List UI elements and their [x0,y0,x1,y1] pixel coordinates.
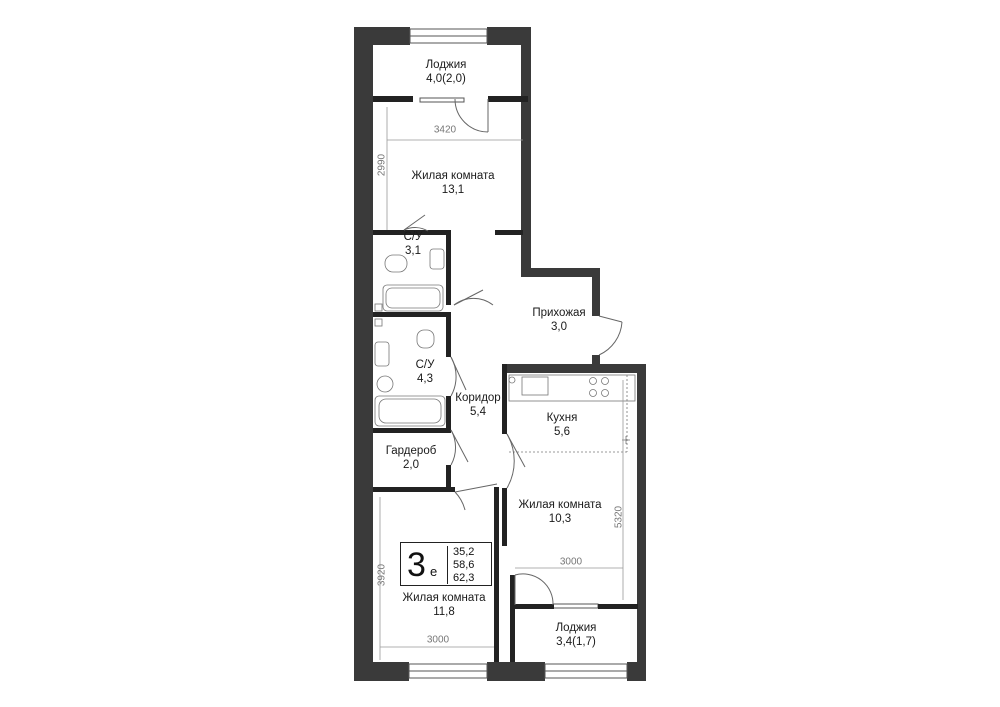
room-area: 4,0(2,0) [426,73,466,85]
dim-right-depth: 5320 [613,505,625,529]
room-area: 3,4(1,7) [556,636,596,648]
room-name: Прихожая [532,307,586,319]
badge-areas: 35,2 58,6 62,3 [453,546,474,585]
room-bath-1: С/У 3,1 [404,230,423,258]
room-name: Жилая комната [411,170,495,182]
room-living-2: Жилая комната 10,3 [518,498,601,526]
room-bath-2: С/У 4,3 [416,358,435,386]
fixtures [374,248,636,453]
inner-walls [373,96,638,662]
room-loggia-bottom: Лоджия 3,4(1,7) [556,621,597,649]
doors [403,98,623,606]
room-area: 3,0 [550,321,567,333]
badge-divider [447,546,448,584]
room-area: 10,3 [548,513,572,525]
room-kitchen: Кухня 5,6 [547,411,578,439]
dim-top-depth: 2990 [376,153,388,177]
room-name: Жилая комната [518,499,602,511]
windows [408,28,628,679]
room-hallway: Прихожая 3,0 [532,306,585,334]
room-corridor: Коридор 5,4 [455,391,500,419]
room-name: Лоджия [555,622,597,634]
room-area: 13,1 [441,184,465,196]
room-wardrobe: Гардероб 2,0 [386,444,437,472]
room-name: С/У [415,359,435,371]
badge-suffix: е [430,564,438,579]
room-name: Кухня [546,412,578,424]
dim-top-width: 3420 [433,124,457,136]
room-area: 3,1 [405,245,421,257]
dim-bottom-width: 3000 [426,634,450,646]
badge-area-total: 58,6 [453,559,475,571]
room-area: 11,8 [433,606,455,618]
room-living-3: Жилая комната 11,8 [402,591,485,619]
dim-right-width: 3000 [559,556,583,568]
room-name: С/У [403,231,423,243]
room-name: Гардероб [385,445,437,457]
room-area: 5,4 [469,406,486,418]
room-name: Лоджия [425,59,467,71]
room-living-1: Жилая комната 13,1 [411,169,494,197]
room-area: 5,6 [554,426,570,438]
dim-bottom-depth: 3920 [376,563,388,587]
dimension-lines [379,107,624,660]
badge-area-living: 35,2 [453,546,475,558]
room-area: 2,0 [403,459,419,471]
badge-room-count: 3 [407,546,426,584]
room-name: Жилая комната [402,592,486,604]
badge-area-with-loggia: 62,3 [453,572,475,584]
apartment-badge: 3 е 35,2 58,6 62,3 [400,542,492,586]
room-name: Коридор [455,392,501,404]
room-area: 4,3 [417,373,433,385]
room-loggia-top: Лоджия 4,0(2,0) [426,58,467,86]
outer-walls [354,27,646,681]
